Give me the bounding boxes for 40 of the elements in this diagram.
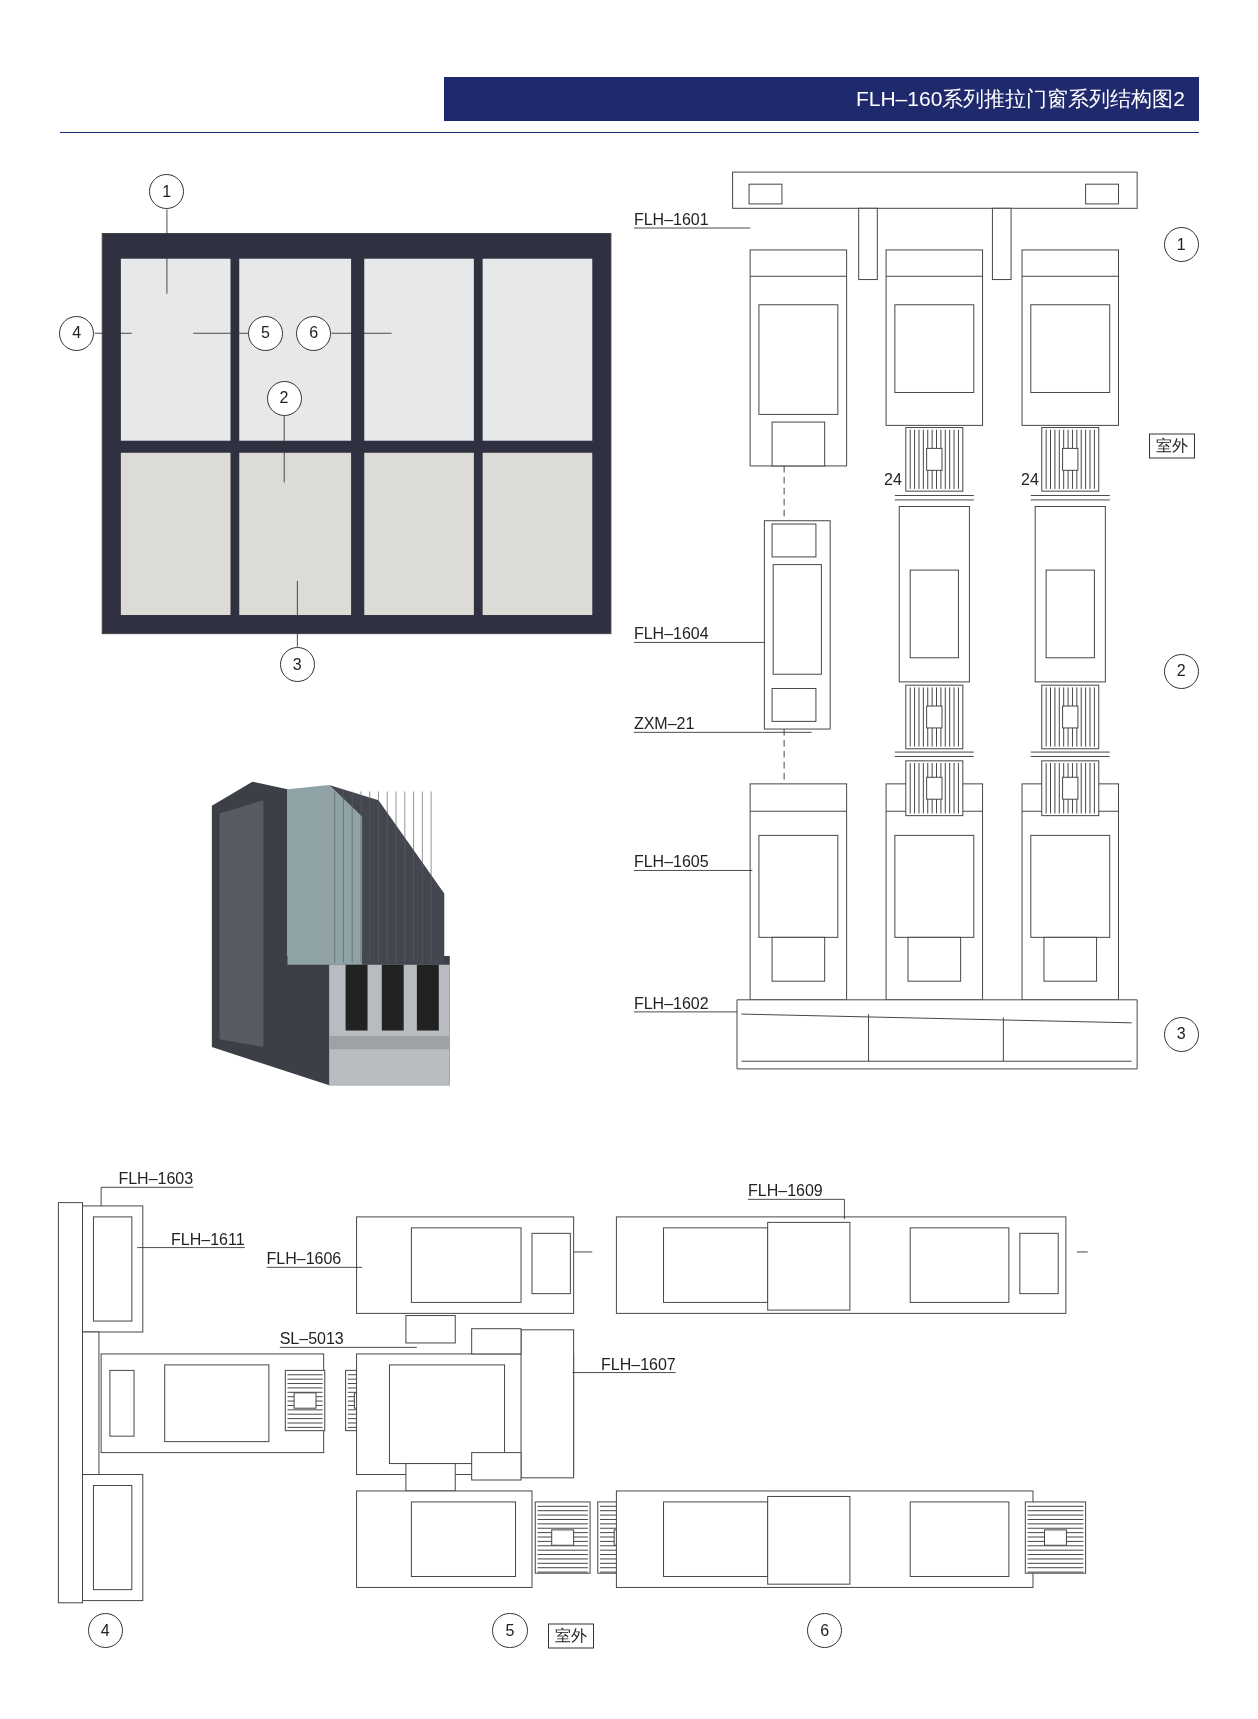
callout-number: 1	[1163, 227, 1199, 263]
callout-number: 3	[279, 647, 315, 683]
callout-number: 4	[87, 1613, 123, 1649]
leader-line	[266, 1266, 363, 1268]
callout-number: 4	[59, 315, 95, 351]
part-code: FLH–1603	[118, 1170, 194, 1188]
leader-line	[633, 1011, 738, 1013]
callout-number: 2	[1163, 653, 1199, 689]
leader-line	[633, 731, 812, 733]
leader-line	[330, 332, 393, 334]
title-text: FLH–160系列推拉门窗系列结构图2	[855, 86, 1185, 112]
part-code: FLH–1604	[633, 625, 709, 643]
leader-line	[283, 415, 285, 483]
leader-line	[192, 332, 249, 334]
part-code: FLH–1607	[601, 1355, 676, 1374]
part-code: FLH–1609	[748, 1182, 823, 1200]
part-code: FLH–1611	[171, 1230, 245, 1249]
leader-line	[279, 1346, 418, 1348]
leader-line	[166, 208, 168, 295]
leader-line	[296, 580, 298, 648]
label-box: 室外	[548, 1623, 595, 1649]
leader-line	[100, 1186, 194, 1207]
leader-line	[747, 1198, 845, 1220]
leader-line	[633, 642, 765, 643]
callout-number: 3	[1163, 1016, 1199, 1052]
leader-line	[94, 332, 133, 334]
callout-number: 1	[149, 174, 185, 210]
leader-line	[633, 227, 751, 229]
part-code: SL–5013	[279, 1330, 344, 1348]
callout-number: 6	[807, 1613, 843, 1649]
part-code: FLH–1606	[266, 1250, 342, 1268]
part-code: FLH–1605	[633, 853, 709, 871]
part-code: ZXM–21	[633, 715, 695, 733]
leader-line	[572, 1372, 677, 1373]
label-box: 室外	[1149, 433, 1196, 459]
callout-number: 5	[492, 1613, 528, 1649]
leader-line	[633, 870, 753, 871]
part-code: FLH–1601	[633, 210, 709, 229]
part-code: FLH–1602	[633, 994, 709, 1013]
leader-line	[136, 1247, 246, 1249]
